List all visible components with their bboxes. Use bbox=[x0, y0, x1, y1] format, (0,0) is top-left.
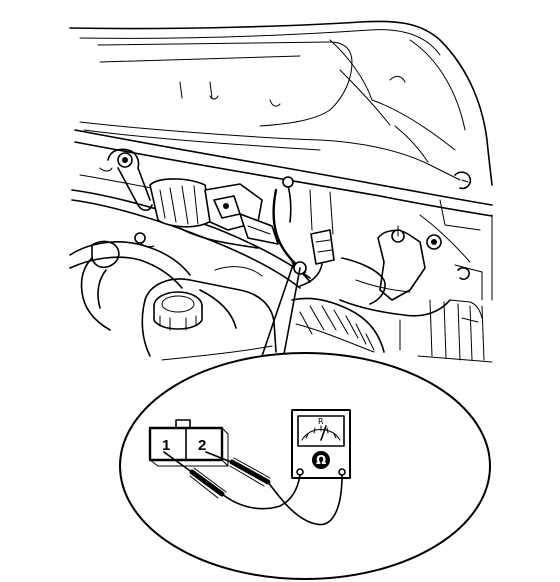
wiring-harness bbox=[272, 176, 335, 287]
multimeter bbox=[291, 409, 351, 479]
pin-2-label: 2 bbox=[198, 437, 206, 454]
callout-pointer bbox=[261, 261, 301, 357]
connector bbox=[148, 419, 229, 467]
wiper-pivot bbox=[99, 148, 153, 212]
range-dial bbox=[312, 451, 330, 469]
cowl-panel bbox=[71, 129, 493, 301]
ohm-symbol: Ω bbox=[316, 453, 326, 467]
wiper-motor bbox=[149, 178, 279, 249]
pin-1-label: 1 bbox=[162, 437, 170, 454]
meter-scale-mark: R bbox=[318, 417, 324, 426]
strut-mount bbox=[339, 225, 483, 319]
meter-leads bbox=[221, 474, 343, 526]
bonnet bbox=[69, 20, 493, 190]
probe-leads bbox=[163, 451, 271, 499]
coolant-reservoir bbox=[69, 232, 277, 361]
lower-grille bbox=[291, 297, 493, 363]
